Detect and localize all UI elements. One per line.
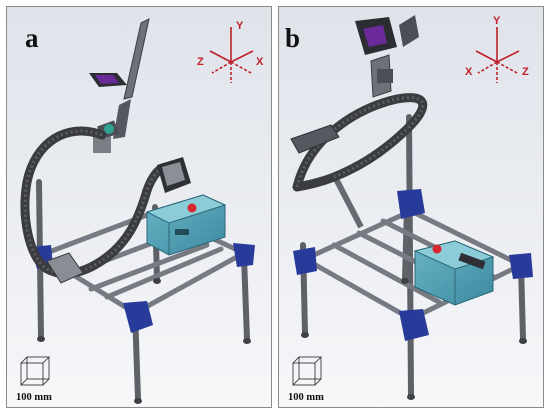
control-box bbox=[145, 194, 227, 256]
frame-feet bbox=[37, 278, 251, 404]
side-display bbox=[157, 157, 191, 193]
tablet-arm bbox=[370, 54, 393, 98]
axis-label-left: X bbox=[465, 66, 473, 78]
cable-chain bbox=[292, 93, 428, 192]
axis-label-left: Z bbox=[197, 56, 204, 68]
scale-cube-icon bbox=[20, 356, 50, 386]
panel-label: b bbox=[285, 23, 301, 53]
scale-cube-icon bbox=[292, 356, 322, 386]
axis-triad bbox=[209, 27, 254, 83]
axis-label-right: Z bbox=[522, 66, 529, 78]
scale-label: 100 mm bbox=[288, 392, 324, 403]
panel-a-illustration: Y Z X bbox=[7, 7, 271, 407]
frame-feet bbox=[301, 278, 527, 400]
panel-b-illustration: Y X Z bbox=[279, 7, 543, 407]
emergency-stop-icon bbox=[432, 244, 442, 254]
frame-beams bbox=[302, 208, 524, 322]
axis-triad bbox=[475, 27, 520, 83]
emergency-stop-icon bbox=[187, 203, 197, 213]
top-tablet bbox=[355, 15, 419, 55]
diagonal-strut bbox=[331, 173, 364, 229]
side-display bbox=[290, 124, 340, 154]
axis-label-right: X bbox=[256, 56, 264, 68]
control-box bbox=[413, 240, 495, 306]
scale-label: 100 mm bbox=[16, 392, 52, 403]
panel-b: Y X Z b 100 mm bbox=[278, 6, 544, 408]
lower-bracket bbox=[46, 252, 84, 284]
corner-joints bbox=[293, 189, 533, 341]
panel-label: a bbox=[25, 23, 39, 53]
top-tablet bbox=[89, 73, 127, 87]
axis-label-up: Y bbox=[493, 15, 501, 27]
mast bbox=[113, 18, 150, 139]
panel-a: Y Z X a 100 mm bbox=[6, 6, 272, 408]
axis-label-up: Y bbox=[236, 20, 244, 32]
